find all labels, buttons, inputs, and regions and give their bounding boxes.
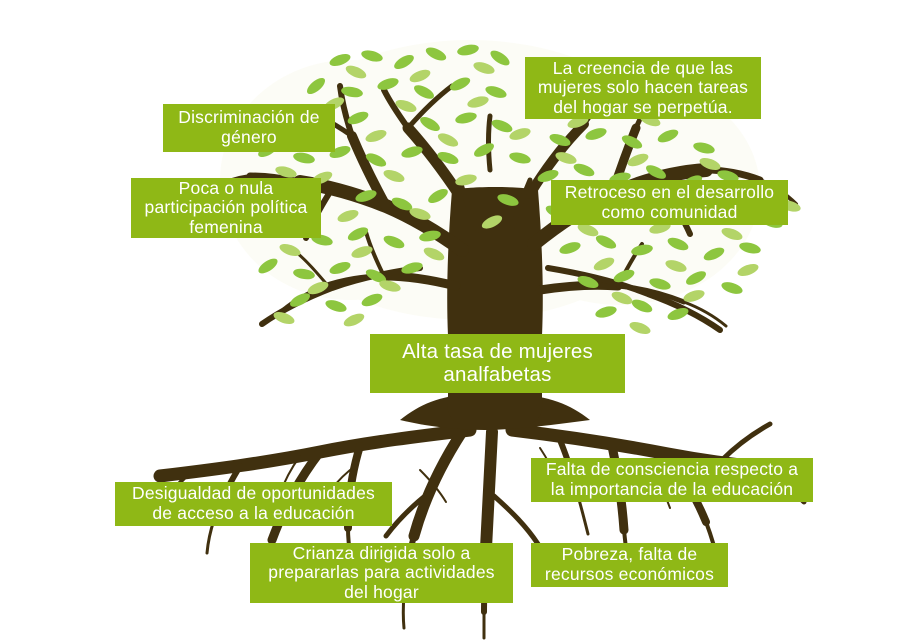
effect-label-discriminacion: Discriminación de género xyxy=(178,107,320,147)
effect-label-creencia: La creencia de que las mujeres solo hace… xyxy=(537,57,749,117)
cause-box-consciencia[interactable]: Falta de consciencia respecto a la impor… xyxy=(531,458,813,502)
tree-roots xyxy=(153,421,807,640)
cause-box-desigualdad[interactable]: Desigualdad de oportunidades de acceso a… xyxy=(115,482,392,526)
effect-box-creencia[interactable]: La creencia de que las mujeres solo hace… xyxy=(525,57,761,119)
cause-label-consciencia: Falta de consciencia respecto a la impor… xyxy=(545,459,799,499)
effect-box-participacion[interactable]: Poca o nula participación política femen… xyxy=(131,178,321,238)
cause-box-crianza[interactable]: Crianza dirigida solo a prepararlas para… xyxy=(250,543,513,603)
effect-label-retroceso: Retroceso en el desarrollo como comunida… xyxy=(564,181,775,222)
cause-label-pobreza: Pobreza, falta de recursos económicos xyxy=(544,544,715,584)
effect-label-participacion: Poca o nula participación política femen… xyxy=(144,177,308,237)
central-problem-box[interactable]: Alta tasa de mujeres analfabetas xyxy=(370,334,625,393)
central-problem-label: Alta tasa de mujeres analfabetas xyxy=(402,339,593,386)
cause-label-crianza: Crianza dirigida solo a prepararlas para… xyxy=(268,542,495,602)
cause-box-pobreza[interactable]: Pobreza, falta de recursos económicos xyxy=(531,543,728,587)
cause-label-desigualdad: Desigualdad de oportunidades de acceso a… xyxy=(131,483,375,523)
effect-box-discriminacion[interactable]: Discriminación de género xyxy=(163,104,335,152)
effect-box-retroceso[interactable]: Retroceso en el desarrollo como comunida… xyxy=(551,180,788,225)
